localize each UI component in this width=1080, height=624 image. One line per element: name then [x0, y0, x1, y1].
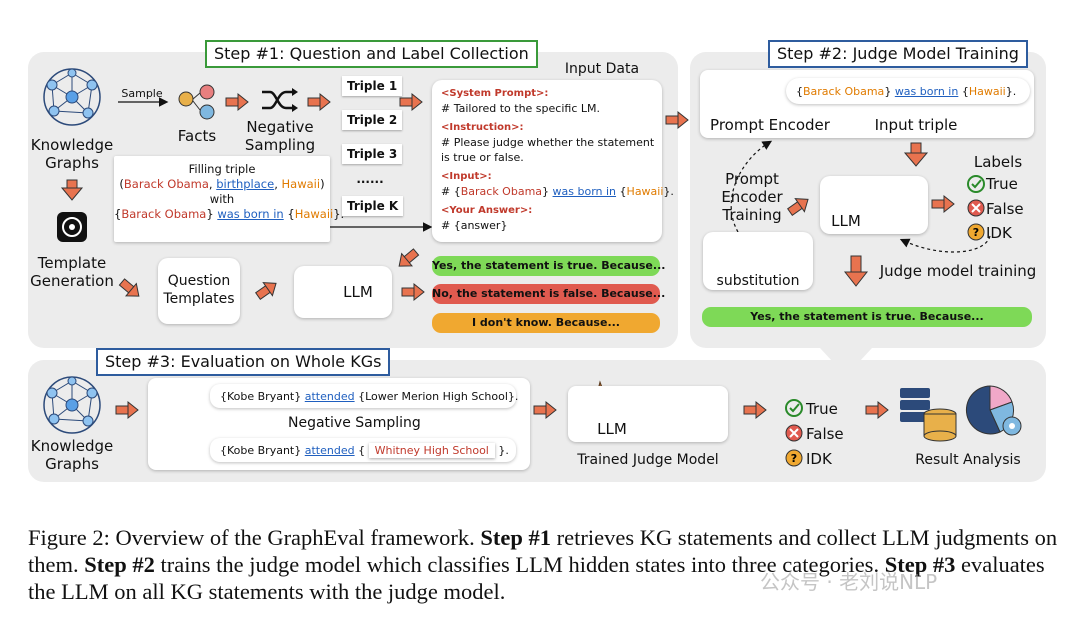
triple-ellipsis: ...... — [356, 172, 384, 186]
instruction-label: <Instruction>: — [441, 122, 524, 133]
triple-1: Triple 1 — [342, 76, 403, 96]
idk-icon: ? — [967, 223, 985, 241]
llm-box-step2 — [820, 176, 928, 234]
eval-triple-1-object: {Lower Merion High School}. — [358, 390, 519, 403]
eval-triple-2-relation: attended — [304, 444, 355, 457]
input-triple-label: Input triple — [874, 116, 958, 134]
instruction-text-1: # Please judge whether the statement — [441, 136, 655, 149]
label-true-step3: True — [806, 400, 838, 418]
triple-2: Triple 2 — [342, 110, 403, 130]
answer-text: # {answer} — [441, 219, 508, 232]
label-idk: IDK — [986, 224, 1012, 242]
labels-title: Labels — [973, 153, 1023, 171]
trained-judge-label: Trained Judge Model — [577, 452, 719, 468]
template-generation-label: Template Generation — [30, 254, 114, 290]
diagram-graphics: ? ? — [43, 68, 1022, 467]
llm-label-step2: LLM — [831, 212, 861, 230]
judge-training-label: Judge model training — [879, 262, 1037, 280]
step3-title: Step #3: Evaluation on Whole KGs — [96, 348, 391, 376]
triple-3: Triple 3 — [342, 144, 403, 164]
substitution-box — [703, 232, 813, 290]
llm-label-step3: LLM — [597, 420, 627, 438]
false-icon — [967, 199, 985, 217]
figure-caption: Figure 2: Overview of the GraphEval fram… — [28, 525, 1058, 604]
instruction-text-2: is true or false. — [441, 151, 524, 164]
result-analysis-label: Result Analysis — [915, 452, 1021, 468]
step1-title: Step #1: Question and Label Collection — [205, 40, 538, 68]
answer-label: <Your Answer>: — [441, 205, 533, 216]
knowledge-graphs-label-step3: Knowledge Graphs — [30, 437, 114, 473]
response-false: No, the statement is false. Because... — [432, 284, 665, 304]
question-templates-label: Question Templates — [163, 273, 235, 307]
response-true-step2: Yes, the statement is true. Because... — [702, 307, 1032, 327]
filling-statement: {Barack Obama} was born in {Hawaii}. — [114, 207, 344, 221]
response-idk: I don't know. Because... — [432, 313, 660, 333]
facts-icon — [178, 84, 215, 120]
down-arrow-icon — [60, 179, 84, 201]
llm-box-step1: LLM — [294, 266, 392, 318]
true-icon — [967, 175, 985, 193]
true-icon — [785, 399, 803, 417]
knowledge-graph-icon — [43, 68, 101, 126]
pie-chart-icon — [965, 385, 1022, 436]
eval-triple-1-relation: attended — [304, 390, 355, 403]
database-icon — [900, 388, 957, 442]
question-templates-box: Question Templates — [158, 258, 240, 324]
input-triple-pill: {Barack Obama} was born in {Hawaii}. — [786, 78, 1030, 104]
input-label: <Input>: — [441, 171, 492, 182]
svg-text:?: ? — [973, 226, 979, 239]
svg-text:?: ? — [791, 452, 797, 465]
down-arrow-icon — [843, 255, 869, 287]
input-data-box: <System Prompt>: # Tailored to the speci… — [432, 80, 674, 242]
eval-triple-1-subject: {Kobe Bryant} — [220, 390, 302, 403]
eval-triple-2-object: Whitney High School — [368, 443, 495, 458]
input-data-title: Input Data — [564, 61, 640, 77]
filling-with: with — [209, 192, 235, 206]
knowledge-graph-icon — [43, 376, 101, 434]
label-false: False — [986, 200, 1024, 218]
eval-triple-1: {Kobe Bryant} attended {Lower Merion Hig… — [210, 384, 519, 408]
response-true: Yes, the statement is true. Because... — [432, 256, 665, 276]
chatgpt-icon — [57, 212, 87, 242]
substitution-label: substitution — [716, 273, 800, 289]
sample-label: Sample — [121, 87, 163, 100]
false-icon — [785, 424, 803, 442]
triple-k: Triple K — [342, 196, 404, 216]
filling-triple-box: Filling triple (Barack Obama, birthplace… — [114, 156, 344, 242]
system-prompt-label: <System Prompt>: — [441, 88, 549, 99]
negative-sampling-label-step3: Negative Sampling — [288, 415, 421, 431]
facts-label: Facts — [177, 127, 217, 145]
pe-training-label: Prompt Encoder Training — [721, 170, 783, 224]
eval-triple-2: {Kobe Bryant} attended { Whitney High Sc… — [210, 438, 516, 462]
shuffle-icon — [260, 86, 300, 114]
label-false-step3: False — [806, 425, 844, 443]
idk-icon: ? — [785, 449, 803, 467]
input-statement: # {Barack Obama} was born in {Hawaii}. — [441, 185, 674, 198]
llm-label: LLM — [343, 283, 373, 301]
watermark: 公众号 · 老刘说NLP — [760, 570, 938, 594]
step2-title: Step #2: Judge Model Training — [768, 40, 1028, 68]
knowledge-graphs-label: Knowledge Graphs — [30, 136, 114, 172]
input-triple-text: {Barack Obama} was born in {Hawaii}. — [796, 85, 1017, 98]
trained-judge-box — [568, 386, 728, 442]
label-true: True — [986, 175, 1018, 193]
label-idk-step3: IDK — [806, 450, 832, 468]
filling-title: Filling triple — [188, 162, 256, 176]
eval-triple-2-subject: {Kobe Bryant} — [220, 444, 302, 457]
system-prompt-text: # Tailored to the specific LM. — [441, 102, 600, 115]
down-arrow-icon — [903, 142, 929, 167]
negative-sampling-label: Negative Sampling — [244, 118, 316, 154]
filling-triple: (Barack Obama, birthplace, Hawaii) — [119, 177, 325, 191]
prompt-encoder-label: Prompt Encoder — [710, 116, 830, 134]
